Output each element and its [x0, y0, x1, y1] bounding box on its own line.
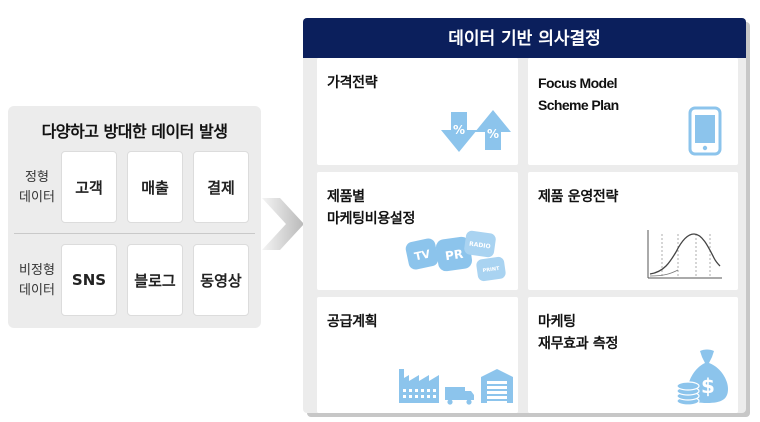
right-arrow-icon [262, 198, 304, 250]
cell-focus-model-title: Focus Model Scheme Plan [538, 72, 619, 116]
smartphone-icon [688, 106, 722, 156]
cell-marketing-roi-title: 마케팅 재무효과 측정 [538, 311, 618, 355]
svg-text:%: % [453, 123, 465, 137]
structured-data-label: 정형 데이터 [14, 168, 60, 208]
row-divider [14, 233, 255, 234]
media-bubbles-icon: TV PR RADIO PRINT [405, 230, 506, 282]
chip-sales: 매출 [127, 151, 183, 223]
svg-text:$: $ [701, 374, 715, 398]
cell-marketing-budget-title-text: 제품별 마케팅비용설정 [327, 189, 416, 227]
chip-sns: SNS [61, 244, 117, 316]
cell-marketing-budget: 제품별 마케팅비용설정 TV PR RADIO PRINT [317, 172, 518, 290]
cell-product-operation: 제품 운영전략 [528, 172, 738, 290]
money-bag-coins-icon: $ [676, 349, 728, 406]
cell-marketing-budget-title: 제품별 마케팅비용설정 [327, 186, 415, 230]
data-sources-title: 다양하고 방대한 데이터 발생 [41, 122, 228, 141]
chip-blog: 블로그 [127, 244, 183, 316]
unstructured-data-label: 비정형 데이터 [14, 261, 60, 301]
lifecycle-curve-icon [647, 230, 722, 279]
cell-supply-plan: 공급계획 [317, 297, 518, 413]
svg-text:%: % [487, 127, 499, 141]
decision-panel-header: 데이터 기반 의사결정 [303, 18, 746, 58]
chip-payment: 결제 [193, 151, 249, 223]
cell-pricing-strategy-title: 가격전략 [327, 75, 378, 91]
cell-product-operation-title: 제품 운영전략 [538, 189, 619, 205]
chip-customer: 고객 [61, 151, 117, 223]
cell-marketing-roi-title-text: 마케팅 재무효과 측정 [538, 314, 619, 352]
cell-focus-model: Focus Model Scheme Plan [528, 58, 738, 165]
bubble-tv: TV [413, 247, 432, 263]
structured-data-label-text: 정형 데이터 [19, 170, 55, 205]
bubble-print: PRINT [482, 266, 500, 274]
cell-focus-model-title-text: Focus Model Scheme Plan [538, 75, 619, 113]
percent-arrows-icon: % % [441, 110, 511, 152]
factory-truck-warehouse-icon [399, 369, 513, 405]
decision-panel: 데이터 기반 의사결정 가격전략 % % Focus Model Scheme … [303, 18, 746, 413]
cell-supply-plan-title: 공급계획 [327, 314, 378, 330]
bubble-radio: RADIO [469, 241, 491, 251]
cell-marketing-roi: 마케팅 재무효과 측정 $ [528, 297, 738, 413]
chip-video: 동영상 [193, 244, 249, 316]
bubble-pr: PR [444, 247, 464, 263]
unstructured-data-label-text: 비정형 데이터 [19, 263, 55, 298]
cell-pricing-strategy: 가격전략 % % [317, 58, 518, 165]
data-sources-panel: 다양하고 방대한 데이터 발생 정형 데이터 고객 매출 결제 비정형 데이터 … [8, 106, 261, 328]
